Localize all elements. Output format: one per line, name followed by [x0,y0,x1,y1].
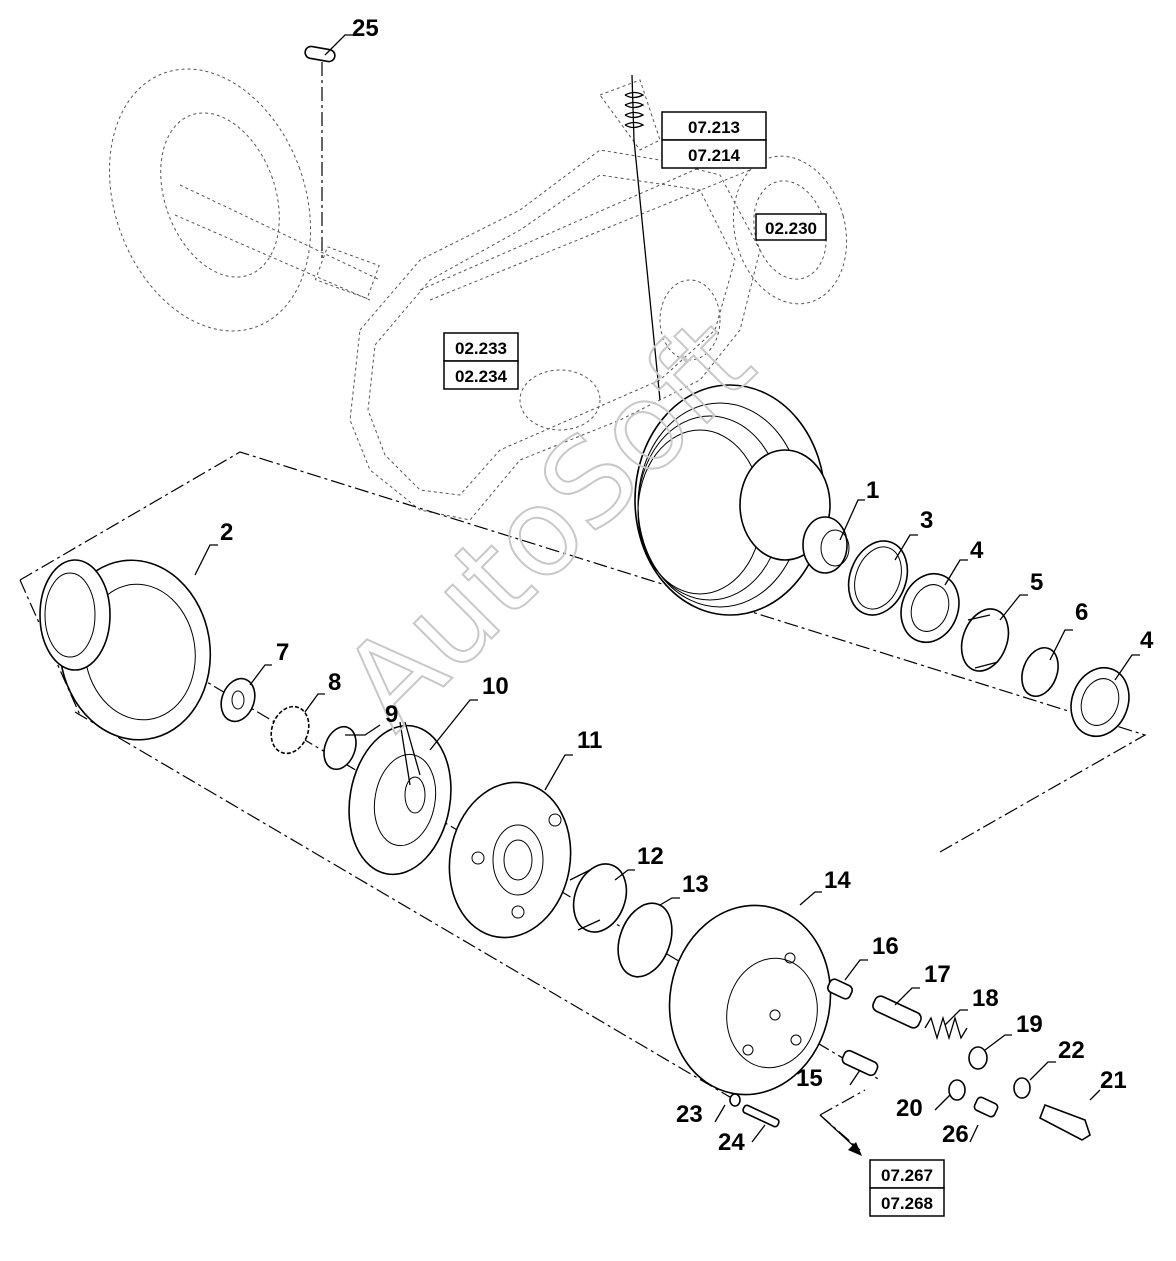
ref-box-02-233[interactable]: 02.233 [443,332,519,362]
ring-13 [617,902,673,978]
axis-line-lower [74,711,866,1116]
ref-box-07-214[interactable]: 07.214 [661,139,767,169]
pressure-plate-11 [448,781,572,939]
pin-25 [304,45,336,63]
callout-4b: 4 [1140,627,1154,654]
clutch-disc-10 [348,724,452,876]
arrow-head-icon [848,1142,862,1156]
callout-13: 13 [682,871,709,898]
callout-24: 24 [718,1129,745,1156]
callout-14: 14 [824,867,851,894]
callout-18: 18 [972,985,999,1012]
ref-box-02-234[interactable]: 02.234 [443,360,519,390]
callout-4a: 4 [970,537,984,564]
washer-7 [220,677,256,723]
washer-20 [948,1079,966,1101]
callout-9: 9 [385,701,398,728]
callout-17: 17 [924,961,951,988]
svg-text:07.267: 07.267 [881,1166,933,1185]
ref-box-02-230[interactable]: 02.230 [755,213,827,241]
svg-text:02.230: 02.230 [765,219,817,238]
pulley-1 [634,384,850,616]
callout-12: 12 [637,843,664,870]
callout-3: 3 [920,507,933,534]
callout-20: 20 [896,1095,923,1122]
svg-text:02.234: 02.234 [455,367,508,386]
washer-23 [729,1093,741,1107]
callout-11: 11 [577,727,602,754]
sleeve-5 [960,608,1010,672]
stud-15 [841,1049,879,1077]
leader-lines [194,34,1140,1143]
bushing-12 [569,863,628,933]
callout-21: 21 [1100,1067,1127,1094]
callout-23: 23 [676,1101,703,1128]
callout-7: 7 [276,639,289,666]
bolt-21 [1038,1103,1091,1141]
callout-25: 25 [352,15,379,42]
ref-box-07-267[interactable]: 07.267 [869,1159,945,1189]
nut-9 [323,725,357,771]
svg-text:07.268: 07.268 [881,1194,933,1213]
callout-1: 1 [866,477,879,504]
clutch-cover-14 [668,904,832,1096]
lock-washer-8 [270,705,310,755]
callout-26: 26 [942,1121,969,1148]
sleeve-6 [1021,646,1059,698]
callout-5: 5 [1030,569,1043,596]
ref-box-07-213[interactable]: 07.213 [661,111,767,141]
pin-17 [872,995,922,1029]
callout-16: 16 [872,933,899,960]
washer-19 [968,1046,988,1070]
callout-2: 2 [220,519,233,546]
callout-numbers: 25 1 3 4 5 6 4 2 7 8 9 10 11 12 13 14 16… [220,15,1154,1156]
bushing-16 [827,978,853,1000]
svg-text:07.214: 07.214 [688,146,741,165]
callout-22: 22 [1058,1037,1085,1064]
pin-24 [742,1104,780,1128]
callout-8: 8 [328,669,341,696]
callout-10: 10 [482,673,509,700]
callout-15: 15 [796,1065,823,1092]
svg-text:02.233: 02.233 [455,339,507,358]
bolt-26 [973,1096,999,1118]
ref-box-07-268[interactable]: 07.268 [869,1187,945,1217]
callout-6: 6 [1075,599,1088,626]
spring-18 [924,1015,968,1041]
clutch-housing-2 [39,559,212,741]
adjuster-rod [624,74,661,401]
arrow-line [819,1114,859,1151]
washer-22 [1013,1077,1031,1099]
callout-19: 19 [1016,1011,1043,1038]
ghost-drive-shaft-assembly [108,68,661,332]
bearing-4-upper [900,572,960,644]
svg-text:07.213: 07.213 [688,118,740,137]
bearing-4-lower [1070,666,1130,738]
